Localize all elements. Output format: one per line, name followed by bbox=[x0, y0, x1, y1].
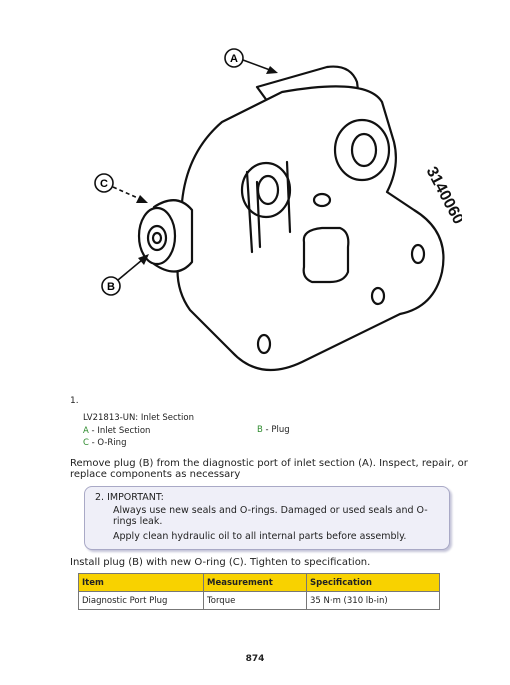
header-measurement: Measurement bbox=[203, 573, 307, 592]
important-heading: 2. IMPORTANT: bbox=[95, 492, 164, 503]
instruction-install-plug: Install plug (B) with new O-ring (C). Ti… bbox=[70, 557, 371, 568]
cell-specification: 35 N·m (310 lb-in) bbox=[306, 591, 440, 610]
callout-b-circle bbox=[101, 276, 121, 296]
cell-item: Diagnostic Port Plug bbox=[78, 591, 204, 610]
caption-item-c: C - O-Ring bbox=[83, 438, 127, 448]
callout-c-label: C bbox=[100, 178, 108, 190]
cell-measurement: Torque bbox=[203, 591, 307, 610]
page-number: 874 bbox=[245, 654, 265, 664]
callout-a-circle bbox=[224, 48, 244, 68]
important-note: 2. IMPORTANT: Always use new seals and O… bbox=[84, 486, 450, 550]
callout-c-circle bbox=[94, 173, 114, 193]
important-line-seals: Always use new seals and O-rings. Damage… bbox=[113, 505, 428, 527]
caption-item-b: B - Plug bbox=[257, 425, 290, 435]
figure-caption: LV21813-UN: Inlet Section A - Inlet Sect… bbox=[83, 412, 194, 450]
step-number: 1. bbox=[70, 396, 79, 406]
inlet-section-drawing: 3140060 A C B bbox=[94, 48, 467, 372]
callout-a-label: A bbox=[230, 53, 238, 65]
instruction-remove-plug: Remove plug (B) from the diagnostic port… bbox=[70, 458, 468, 480]
important-line-oil: Apply clean hydraulic oil to all interna… bbox=[113, 531, 407, 542]
specification-table: Item Measurement Specification Diagnosti… bbox=[78, 573, 440, 610]
table-row: Diagnostic Port Plug Torque 35 N·m (310 … bbox=[78, 591, 440, 610]
part-marking-text: 3140060 bbox=[423, 164, 462, 227]
caption-title: LV21813-UN: Inlet Section bbox=[83, 413, 194, 423]
table-header-row: Item Measurement Specification bbox=[78, 573, 440, 592]
inlet-section-illustration: 3140060 A C B bbox=[82, 42, 467, 402]
header-specification: Specification bbox=[306, 573, 440, 592]
caption-item-a: A - Inlet Section bbox=[83, 425, 151, 436]
callout-b-label: B bbox=[107, 281, 115, 293]
header-item: Item bbox=[78, 573, 204, 592]
